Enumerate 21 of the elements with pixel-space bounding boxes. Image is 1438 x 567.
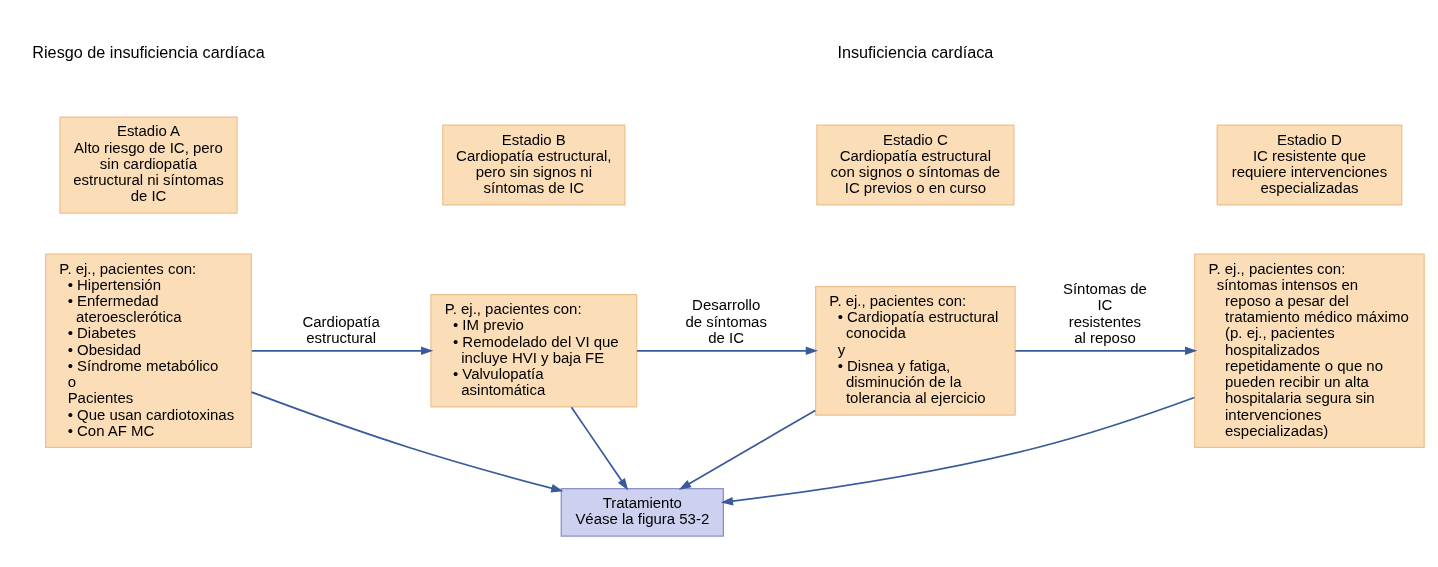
arrow bbox=[570, 406, 629, 491]
node-box: P. ej., pacientes con: • IM previo • Remodelado del VI que incluye HVI y baja FE • Valvulopatía asintomática bbox=[430, 294, 638, 408]
node-box: Tratamiento Véase la figura 53-2 bbox=[560, 488, 724, 537]
label: Riesgo de insuficiencia cardíaca bbox=[32, 42, 265, 61]
node-box: P. ej., pacientes con: síntomas intensos en reposo a pesar del tratamiento médico máximo (p. ej., pacientes hospitalizados repetidamente o que no pueden recibir un alta hospitalaria segura sin intervenciones especializadas) bbox=[1194, 253, 1425, 449]
label: Insuficiencia cardíaca bbox=[837, 42, 994, 61]
node-box: Estadio B Cardiopatía estructural, pero sin signos ni síntomas de IC bbox=[442, 124, 626, 206]
arrow bbox=[720, 396, 1196, 506]
edge-label: Cardiopatía estructural bbox=[302, 312, 380, 346]
node-box: Estadio A Alto riesgo de IC, pero sin cardiopatía estructural ni síntomas de IC bbox=[59, 116, 238, 214]
node-box: Estadio C Cardiopatía estructural con signos o síntomas de IC previos o en curso bbox=[816, 124, 1015, 206]
arrow bbox=[250, 391, 564, 493]
node-box: Estadio D IC resistente que requiere intervenciones especializadas bbox=[1216, 124, 1403, 206]
node-box: P. ej., pacientes con: • Cardiopatía estructural conocida y • Disnea y fatiga, disminución de la tolerancia al ejercicio bbox=[815, 286, 1016, 416]
edge-label: Desarrollo de síntomas de IC bbox=[685, 296, 767, 346]
arrow bbox=[250, 346, 434, 356]
arrow bbox=[636, 346, 818, 356]
arrow bbox=[678, 409, 817, 490]
arrow bbox=[1014, 346, 1198, 356]
node-box: P. ej., pacientes con: • Hipertensión • Enfermedad ateroesclerótica • Diabetes • Obesidad • Síndrome metabólico o Pacientes • Que usan cardiotoxinas • Con AF MC bbox=[45, 253, 252, 449]
edge-label: Síntomas de IC resistentes al reposo bbox=[1062, 280, 1147, 346]
